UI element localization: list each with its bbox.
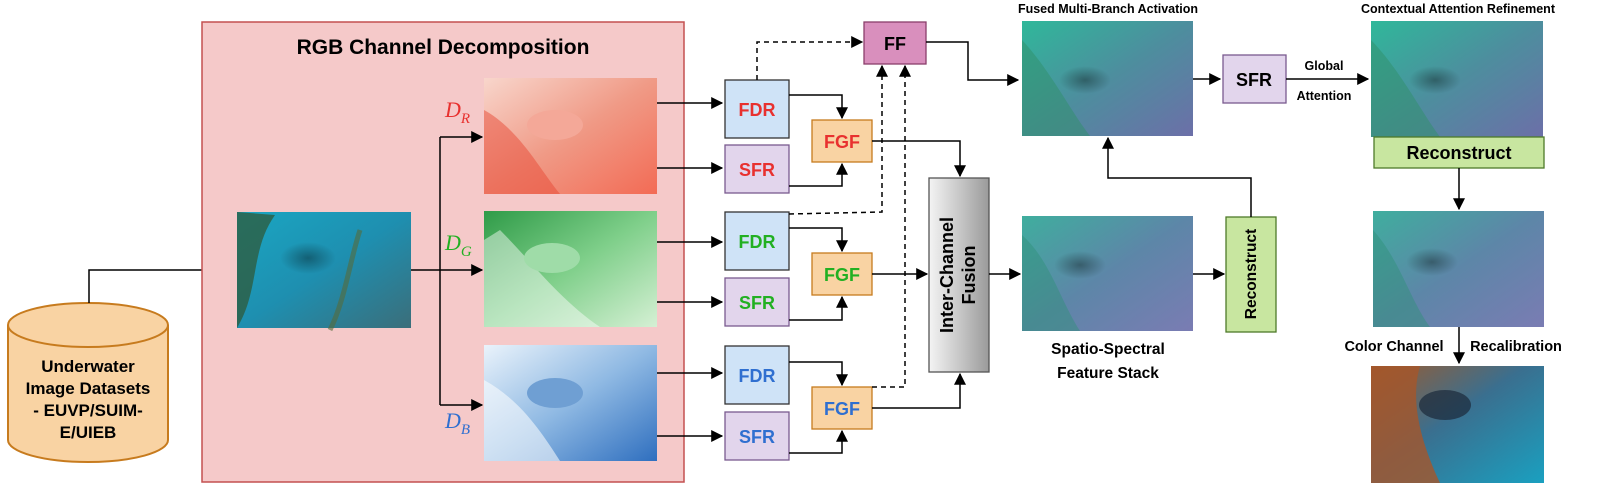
fdr-green-block: FDR [724, 211, 790, 271]
fgf-blue-label: FGF [824, 399, 860, 419]
sfr-blue-block: SFR [724, 411, 790, 461]
reconstruct-horizontal-block: Reconstruct [1373, 136, 1545, 169]
fdr-red-block: FDR [724, 79, 790, 139]
fgf-green-label: FGF [824, 265, 860, 285]
sfr-red-label: SFR [739, 160, 775, 180]
final-enhanced-image [1371, 366, 1544, 483]
arrow-ff-to-fused [926, 41, 1020, 86]
spatio-spectral-label-line-2: Feature Stack [1057, 365, 1159, 382]
label-d-g: DG [444, 230, 472, 260]
red-channel-image [484, 78, 657, 194]
fgf-red-label: FGF [824, 132, 860, 152]
global-attention-label-line-1: Global [1305, 59, 1344, 73]
sfr-global-block: SFR [1222, 54, 1287, 104]
input-underwater-image [237, 212, 411, 332]
global-attention-label-line-2: Attention [1297, 89, 1352, 103]
ff-block: FF [863, 21, 927, 65]
fdr-green-label: FDR [739, 232, 776, 252]
fgf-blue-block: FGF [811, 386, 873, 430]
dashed-arrows-to-ff [756, 36, 911, 388]
green-channel-image [484, 211, 657, 327]
spatio-spectral-label-line-1: Spatio-Spectral [1051, 341, 1165, 358]
decomposition-title: RGB Channel Decomposition [297, 36, 590, 59]
split-arrows [411, 131, 484, 411]
contextual-attention-title: Contextual Attention Refinement [1361, 2, 1556, 16]
fusion-label-line-2: Fusion [959, 246, 979, 305]
recalibration-label: Recalibration [1470, 339, 1562, 355]
blue-channel-image [484, 345, 657, 461]
sfr-red-block: SFR [724, 144, 790, 194]
arrow-reconstruct-to-fused [1102, 136, 1252, 217]
reconstruct-vertical-block: Reconstruct [1225, 216, 1277, 333]
spatio-spectral-image [1022, 216, 1193, 331]
fgf-green-block: FGF [811, 252, 873, 296]
arrow-dataset-to-input [88, 264, 238, 303]
sfr-green-label: SFR [739, 293, 775, 313]
ff-label: FF [884, 34, 906, 54]
recalibrated-image [1373, 211, 1544, 327]
dataset-label-line-3: - EUVP/SUIM- [33, 401, 143, 420]
fdr-blue-label: FDR [739, 366, 776, 386]
channel-to-block-arrows [657, 97, 724, 442]
branch-to-fgf-arrows [789, 94, 848, 454]
contextual-attention-image [1371, 21, 1543, 137]
fdr-blue-block: FDR [724, 345, 790, 405]
sfr-green-block: SFR [724, 277, 790, 327]
sfr-global-label: SFR [1236, 70, 1272, 90]
fdr-red-label: FDR [739, 100, 776, 120]
color-channel-label: Color Channel [1344, 339, 1443, 355]
dataset-label-line-2: Image Datasets [26, 379, 151, 398]
fgf-to-fusion-arrows [872, 140, 966, 409]
label-d-r: DR [444, 97, 470, 127]
fused-multi-branch-title: Fused Multi-Branch Activation [1018, 2, 1198, 16]
sfr-blue-label: SFR [739, 427, 775, 447]
fgf-red-block: FGF [811, 119, 873, 163]
label-d-b: DB [444, 408, 470, 438]
fusion-label-line-1: Inter-Channel [937, 217, 957, 333]
fused-activation-image [1022, 21, 1193, 136]
dataset-cylinder: Underwater Image Datasets - EUVP/SUIM- E… [7, 302, 169, 463]
dataset-label-line-4: E/UIEB [60, 423, 117, 442]
reconstruct-horizontal-label: Reconstruct [1406, 143, 1511, 163]
reconstruct-vertical-label: Reconstruct [1243, 229, 1260, 319]
dataset-label-line-1: Underwater [41, 357, 135, 376]
inter-channel-fusion-block: Inter-Channel Fusion [928, 177, 990, 373]
